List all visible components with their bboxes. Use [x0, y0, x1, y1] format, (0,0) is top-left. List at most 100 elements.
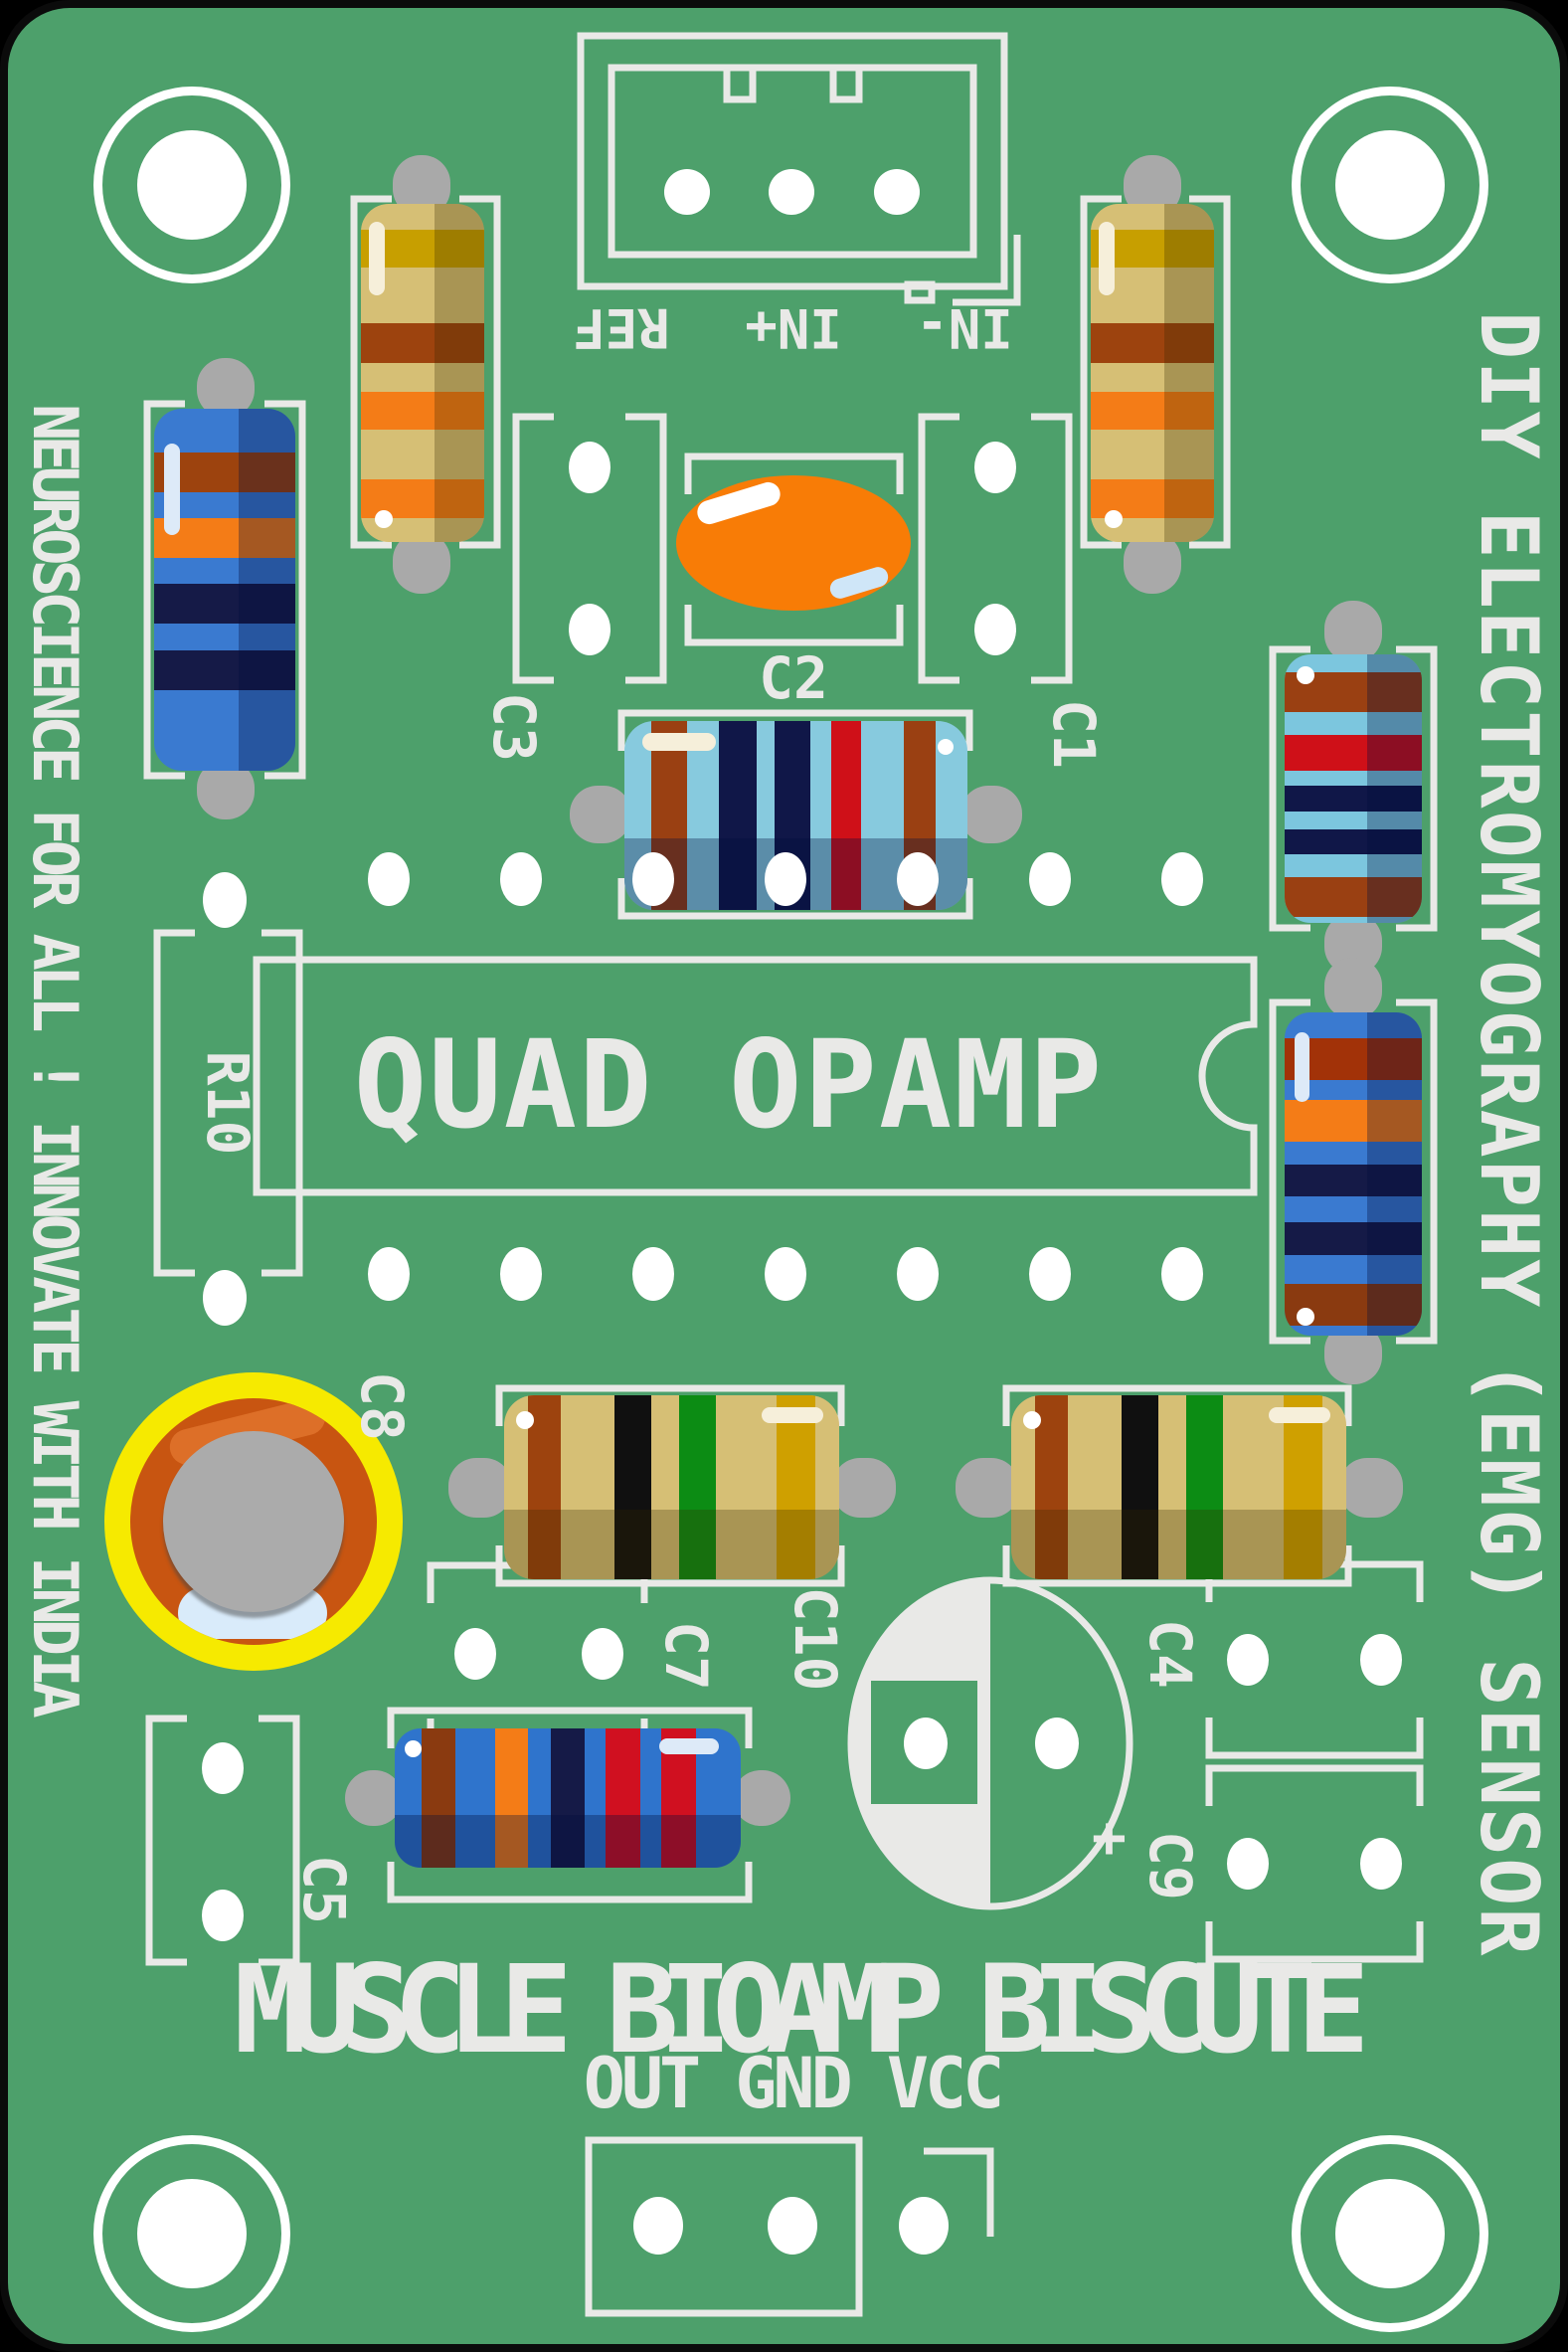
ic-pin-pad: [765, 852, 806, 906]
ic-pin-pad: [500, 1247, 542, 1301]
highlight: [1295, 1032, 1309, 1102]
mounting-hole: [1335, 130, 1445, 240]
band-black: [614, 1395, 651, 1579]
c3-pad: [569, 604, 610, 655]
resistor-light-blue-vertical-right: [1285, 654, 1422, 923]
band-brown: [1035, 1395, 1068, 1579]
highlight-dot: [516, 1411, 534, 1429]
highlight: [369, 222, 385, 295]
highlight: [1269, 1407, 1330, 1423]
footprint-resistor-top-left: [350, 195, 501, 549]
band-brown: [1091, 323, 1214, 363]
highlight: [642, 733, 716, 751]
shade: [1164, 204, 1214, 542]
shade: [1366, 654, 1422, 923]
highlight-dot: [1023, 1411, 1041, 1429]
resistor-lead: [570, 786, 631, 843]
ic-outline: [253, 956, 1258, 1196]
left-edge-text: NEUROSCIENCE FOR ALL ! INNOVATE WITH IND…: [19, 404, 91, 1713]
board-title: MUSCLE BIOAMP BISCUTE: [234, 1939, 1369, 2081]
highlight-dot: [375, 510, 393, 528]
resistor-lead: [1339, 1458, 1403, 1518]
footprint-resistor-left-blue: [143, 400, 306, 780]
footprint-c3: [512, 413, 667, 684]
resistor-lead: [733, 1770, 790, 1826]
mounting-hole-ring: [93, 87, 290, 283]
resistor-lead: [960, 786, 1022, 843]
resistor-lead: [1124, 532, 1181, 594]
connector-hole-in-minus: [874, 169, 920, 215]
shade: [395, 1814, 741, 1868]
mounting-hole-ring: [93, 2135, 290, 2332]
band-orange: [495, 1728, 528, 1868]
highlight-dot: [938, 739, 954, 755]
c3-pad: [569, 442, 610, 493]
top-connector-pin1-mark: [953, 235, 1021, 306]
top-connector-inner-outline: [608, 64, 977, 259]
bottom-connector-pin1-mark: [924, 2147, 994, 2237]
resistor-lead: [448, 1458, 512, 1518]
highlight-dot: [1297, 666, 1314, 684]
capacitor-c2-body: [676, 475, 911, 611]
resistor-blue-vertical-right: [1285, 1012, 1422, 1336]
ic-pin-pad: [368, 852, 410, 906]
highlight-dot: [1297, 1308, 1314, 1326]
label-c1: C1: [1040, 699, 1108, 769]
band-red: [606, 1728, 640, 1868]
resistor-blue-horizontal-bottom: [395, 1728, 741, 1868]
ic-pin-pad: [897, 852, 939, 906]
band-green: [679, 1395, 716, 1579]
ic-pin-pad: [1161, 852, 1203, 906]
band-orange: [361, 392, 484, 430]
band-gold: [1284, 1395, 1322, 1579]
pin-label-ref: REF: [573, 296, 670, 360]
resistor-tan-vertical-right: [1091, 204, 1214, 542]
mounting-hole-ring: [1292, 2135, 1488, 2332]
resistor-lead: [197, 358, 255, 418]
ic-label: QUAD OPAMP: [353, 1014, 1105, 1156]
band-brown: [1285, 877, 1422, 917]
c9-pad: [1360, 1838, 1402, 1890]
ic-pin-pad: [765, 1247, 806, 1301]
right-edge-text: DIY ELECTROMYOGRAPHY (EMG) SENSOR: [1463, 311, 1555, 1958]
band-red: [1285, 735, 1422, 771]
ic-pin-pad: [1161, 1247, 1203, 1301]
resistor-tan-horizontal-1: [504, 1395, 839, 1579]
label-c10: C10: [782, 1586, 849, 1692]
label-c4: C4: [1136, 1619, 1204, 1689]
resistor-lead: [956, 1458, 1019, 1518]
resistor-tan-vertical-left: [361, 204, 484, 542]
mounting-hole-ring: [1292, 87, 1488, 283]
band-orange: [1285, 1100, 1422, 1142]
band-navy: [551, 1728, 585, 1868]
ic-pin-pad: [368, 1247, 410, 1301]
c4-pad: [1360, 1634, 1402, 1686]
r10-pad: [203, 872, 247, 928]
mounting-hole: [1335, 2179, 1445, 2288]
footprint-c9: [1205, 1764, 1424, 1963]
band-brown: [528, 1395, 561, 1579]
mounting-hole: [137, 130, 247, 240]
band-gold: [777, 1395, 815, 1579]
ic-pin-pad: [1029, 1247, 1071, 1301]
ic-pin-pad: [1029, 852, 1071, 906]
top-connector-notch: [829, 64, 863, 103]
band-orange: [1091, 392, 1214, 430]
c1-pad: [974, 604, 1016, 655]
ic-pin-pad: [632, 1247, 674, 1301]
footprint-c1: [918, 413, 1073, 684]
resistor-lead: [1324, 958, 1382, 1019]
c4-pad: [1227, 1634, 1269, 1686]
capacitor-c8-center: [163, 1431, 344, 1612]
label-c2: C2: [759, 644, 828, 712]
shade: [504, 1509, 839, 1579]
c7-pad: [454, 1628, 496, 1680]
r10-pad: [203, 1270, 247, 1326]
label-c9: C9: [1136, 1831, 1204, 1900]
top-connector-tab: [904, 280, 936, 304]
label-c8: C8: [348, 1371, 416, 1441]
c9-pad: [1227, 1838, 1269, 1890]
band-navy: [154, 650, 295, 690]
